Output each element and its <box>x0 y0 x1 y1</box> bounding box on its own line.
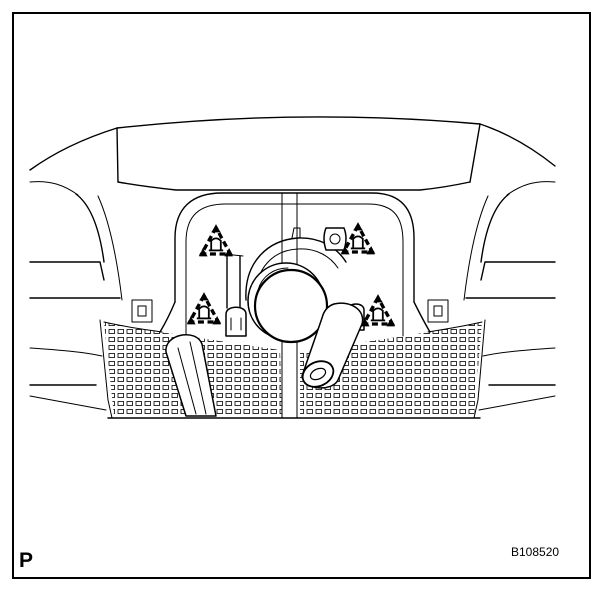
column-bracket <box>223 253 244 309</box>
clip-location-triangle-icon <box>198 224 234 259</box>
clip-location-triangle-icon <box>186 292 222 327</box>
steering-column-collar <box>247 262 329 344</box>
upper-cover-lower-edge <box>117 181 471 191</box>
left-panel-inner-diagonal <box>97 195 123 301</box>
collar-front-face <box>253 268 329 344</box>
illustration-code: B108520 <box>511 545 559 559</box>
lever-highlight <box>189 341 207 415</box>
spiral-cable-tab <box>291 227 301 239</box>
lower-left-clip <box>225 306 247 337</box>
right-panel-line <box>482 347 556 357</box>
left-panel-line <box>29 261 105 281</box>
lever-body <box>165 334 217 417</box>
right-wing-inner-edge <box>506 181 556 196</box>
upper-cover-right-side <box>469 123 481 183</box>
opening-outer-edge <box>174 192 415 303</box>
upper-cover-outer-edge <box>29 116 556 171</box>
lower-cover-left-rim <box>103 321 163 333</box>
upper-right-connector <box>323 227 347 251</box>
view-label: P <box>19 549 33 572</box>
key-cylinder-face <box>301 360 335 388</box>
lever-highlight <box>177 347 197 415</box>
right-panel-line <box>480 261 556 281</box>
left-panel-line <box>29 347 103 357</box>
lower-cover-right-rim <box>427 321 483 333</box>
key-slot <box>309 367 327 381</box>
right-mounting-bracket <box>427 299 449 323</box>
collar-rim-shadow <box>257 267 289 291</box>
opening-right-flare <box>413 301 431 333</box>
left-panel-lower-edge <box>99 319 113 419</box>
ignition-key-cylinder <box>301 302 364 389</box>
right-panel-diagonal <box>480 193 510 263</box>
left-wing-inner-edge <box>29 181 79 196</box>
left-panel-line <box>29 395 107 411</box>
right-bracket-slot <box>433 305 443 317</box>
left-bracket-slot <box>137 305 147 317</box>
clip-location-triangle-icon <box>360 294 396 329</box>
left-mounting-bracket <box>131 299 153 323</box>
upper-cover-left-side <box>116 127 119 183</box>
right-panel-lower-edge <box>473 319 486 419</box>
upper-column-cover <box>29 116 556 196</box>
right-panel-line <box>478 395 556 411</box>
upper-right-connector-ring <box>329 233 341 245</box>
right-side-panel <box>427 193 556 419</box>
right-panel-inner-diagonal <box>463 195 489 301</box>
combination-switch-lever <box>165 334 217 417</box>
left-side-panel <box>29 193 153 419</box>
frame-border <box>12 12 591 579</box>
lower-left-clip-detail <box>230 317 242 331</box>
opening-left-flare <box>159 301 176 333</box>
left-panel-diagonal <box>75 193 105 263</box>
